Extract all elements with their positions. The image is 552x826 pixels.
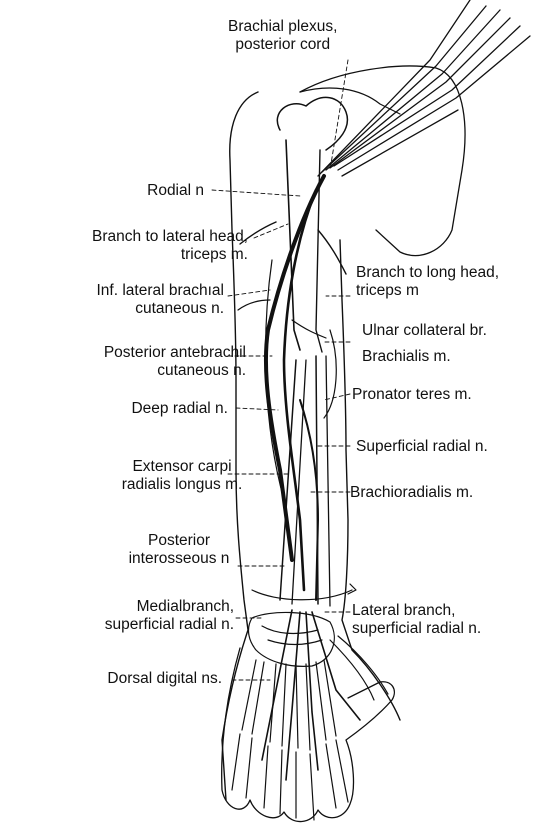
label-lateral-branch: Lateral branch, superficial radial n. [352, 602, 481, 638]
brachial-plexus-bundle [318, 0, 530, 176]
label-line: Posterior antebrachil [104, 344, 246, 362]
label-line: Extensor carpi [62, 458, 302, 476]
label-radial-n: Rodial n [147, 182, 204, 200]
label-line: Branch to lateral head, [92, 228, 248, 246]
label-line: Superficial radial n. [356, 438, 488, 456]
label-branch-long-head: Branch to long head, triceps m [356, 264, 499, 300]
label-line: Lateral branch, [352, 602, 481, 620]
label-line: Rodial n [147, 182, 204, 200]
branch-long-head [318, 230, 346, 274]
label-branch-lateral-head: Branch to lateral head, triceps m. [92, 228, 248, 264]
label-line: Ulnar collateral br. [362, 322, 487, 340]
label-line: Deep radial n. [131, 400, 228, 418]
label-line: interosseous n [96, 550, 262, 568]
wrist-arc [252, 590, 352, 600]
label-line: Pronator teres m. [352, 386, 472, 404]
label-brachial-plexus: Brachial plexus, posterior cord [228, 18, 337, 54]
label-ecrl: Extensor carpi radialis longus m. [62, 458, 302, 494]
label-line: triceps m [356, 282, 499, 300]
label-superficial-radial: Superficial radial n. [356, 438, 488, 456]
label-line: Branch to long head, [356, 264, 499, 282]
label-line: Brachialis m. [362, 348, 451, 366]
label-line: superficial radial n. [105, 616, 234, 634]
scapula-outline [300, 66, 465, 256]
dorsal-digital-nerves [262, 610, 360, 780]
label-line: Brachial plexus, [228, 18, 337, 36]
hand-skeleton [232, 612, 388, 820]
label-line: cutaneous n. [96, 300, 224, 318]
label-line: triceps m. [92, 246, 248, 264]
shoulder-outline [300, 88, 400, 114]
label-line: Dorsal digital ns. [107, 670, 222, 688]
arm-outline [222, 92, 258, 800]
label-line: radialis longus m. [62, 476, 302, 494]
label-inf-lateral-brachial: Inf. lateral brachıal cutaneous n. [96, 282, 224, 318]
arm-outline-medial [340, 240, 400, 720]
label-line: superficial radial n. [352, 620, 481, 638]
label-posterior-interosseous: Posterior interosseous n [96, 532, 262, 568]
label-pronator-teres: Pronator teres m. [352, 386, 472, 404]
label-deep-radial: Deep radial n. [131, 400, 228, 418]
label-posterior-antebrachial: Posterior antebrachil cutaneous n. [104, 344, 246, 380]
humerus-head [277, 97, 347, 150]
label-brachioradialis: Brachioradialis m. [350, 484, 473, 502]
label-line: Inf. lateral brachıal [96, 282, 224, 300]
hand-outline [222, 648, 395, 822]
label-line: cutaneous n. [104, 362, 246, 380]
label-dorsal-digital: Dorsal digital ns. [107, 670, 222, 688]
label-ulnar-collateral: Ulnar collateral br. [362, 322, 487, 340]
label-line: posterior cord [228, 36, 337, 54]
label-line: Medialbranch, [105, 598, 234, 616]
label-brachialis: Brachialis m. [362, 348, 451, 366]
label-medial-branch: Medialbranch, superficial radial n. [105, 598, 234, 634]
label-line: Posterior [96, 532, 262, 550]
label-line: Brachioradialis m. [350, 484, 473, 502]
